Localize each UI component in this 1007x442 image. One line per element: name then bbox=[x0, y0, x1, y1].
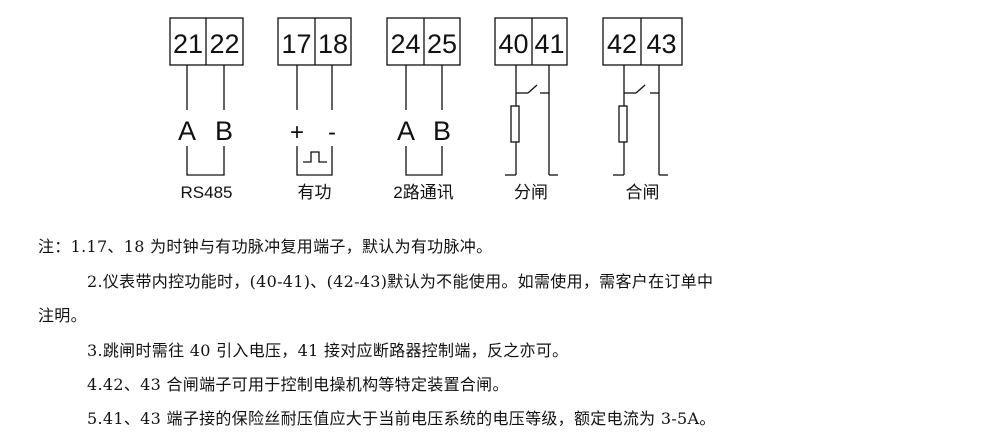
terminal-number: 25 bbox=[427, 29, 457, 59]
terminal-sign: B bbox=[433, 116, 451, 146]
note-3: 3.跳闸时需往 40 引入电压，41 接对应断路器控制端，反之亦可。 bbox=[87, 341, 569, 360]
terminal-label: RS485 bbox=[181, 183, 233, 202]
terminal-number: 24 bbox=[390, 29, 420, 59]
terminal-label: 分闸 bbox=[514, 183, 548, 202]
switch-blade bbox=[527, 84, 538, 94]
terminal-sign: + bbox=[290, 119, 304, 146]
note-2: 2.仪表带内控功能时，(40-41)、(42-43)默认为不能使用。如需使用，需… bbox=[87, 272, 714, 291]
fuse-icon bbox=[510, 105, 520, 143]
terminal-number: 40 bbox=[498, 29, 528, 59]
note-5: 5.41、43 端子接的保险丝耐压值应大于当前电压系统的电压等级，额定电流为 3… bbox=[87, 409, 716, 428]
bracket bbox=[405, 146, 443, 176]
terminal-number: 21 bbox=[173, 29, 203, 59]
pulse-icon bbox=[303, 151, 327, 163]
terminal-label: 合闸 bbox=[626, 183, 660, 202]
terminal-label: 有功 bbox=[298, 183, 332, 202]
note-4: 4.42、43 合闸端子可用于控制电操机构等特定装置合闸。 bbox=[87, 375, 509, 394]
fuse-icon bbox=[618, 105, 628, 143]
terminal-number: 43 bbox=[646, 29, 676, 59]
terminal-number: 17 bbox=[281, 29, 311, 59]
note-1: 注：1.17、18 为时钟与有功脉冲复用端子，默认为有功脉冲。 bbox=[38, 237, 493, 256]
terminal-sign: A bbox=[178, 116, 196, 146]
terminal-sign: A bbox=[397, 116, 415, 146]
terminal-number: 41 bbox=[534, 29, 564, 59]
terminal-block bbox=[494, 17, 568, 66]
terminal-label: 2路通讯 bbox=[393, 183, 453, 202]
terminal-sign: B bbox=[215, 116, 233, 146]
note-2-cont: 注明。 bbox=[38, 306, 87, 325]
bracket bbox=[296, 146, 333, 176]
switch-blade bbox=[635, 84, 646, 94]
terminal-number: 42 bbox=[607, 29, 637, 59]
terminal-block bbox=[602, 17, 683, 66]
terminal-sign: - bbox=[328, 119, 336, 146]
terminal-number: 22 bbox=[209, 29, 239, 59]
terminal-number: 18 bbox=[318, 29, 348, 59]
bracket bbox=[186, 146, 225, 176]
